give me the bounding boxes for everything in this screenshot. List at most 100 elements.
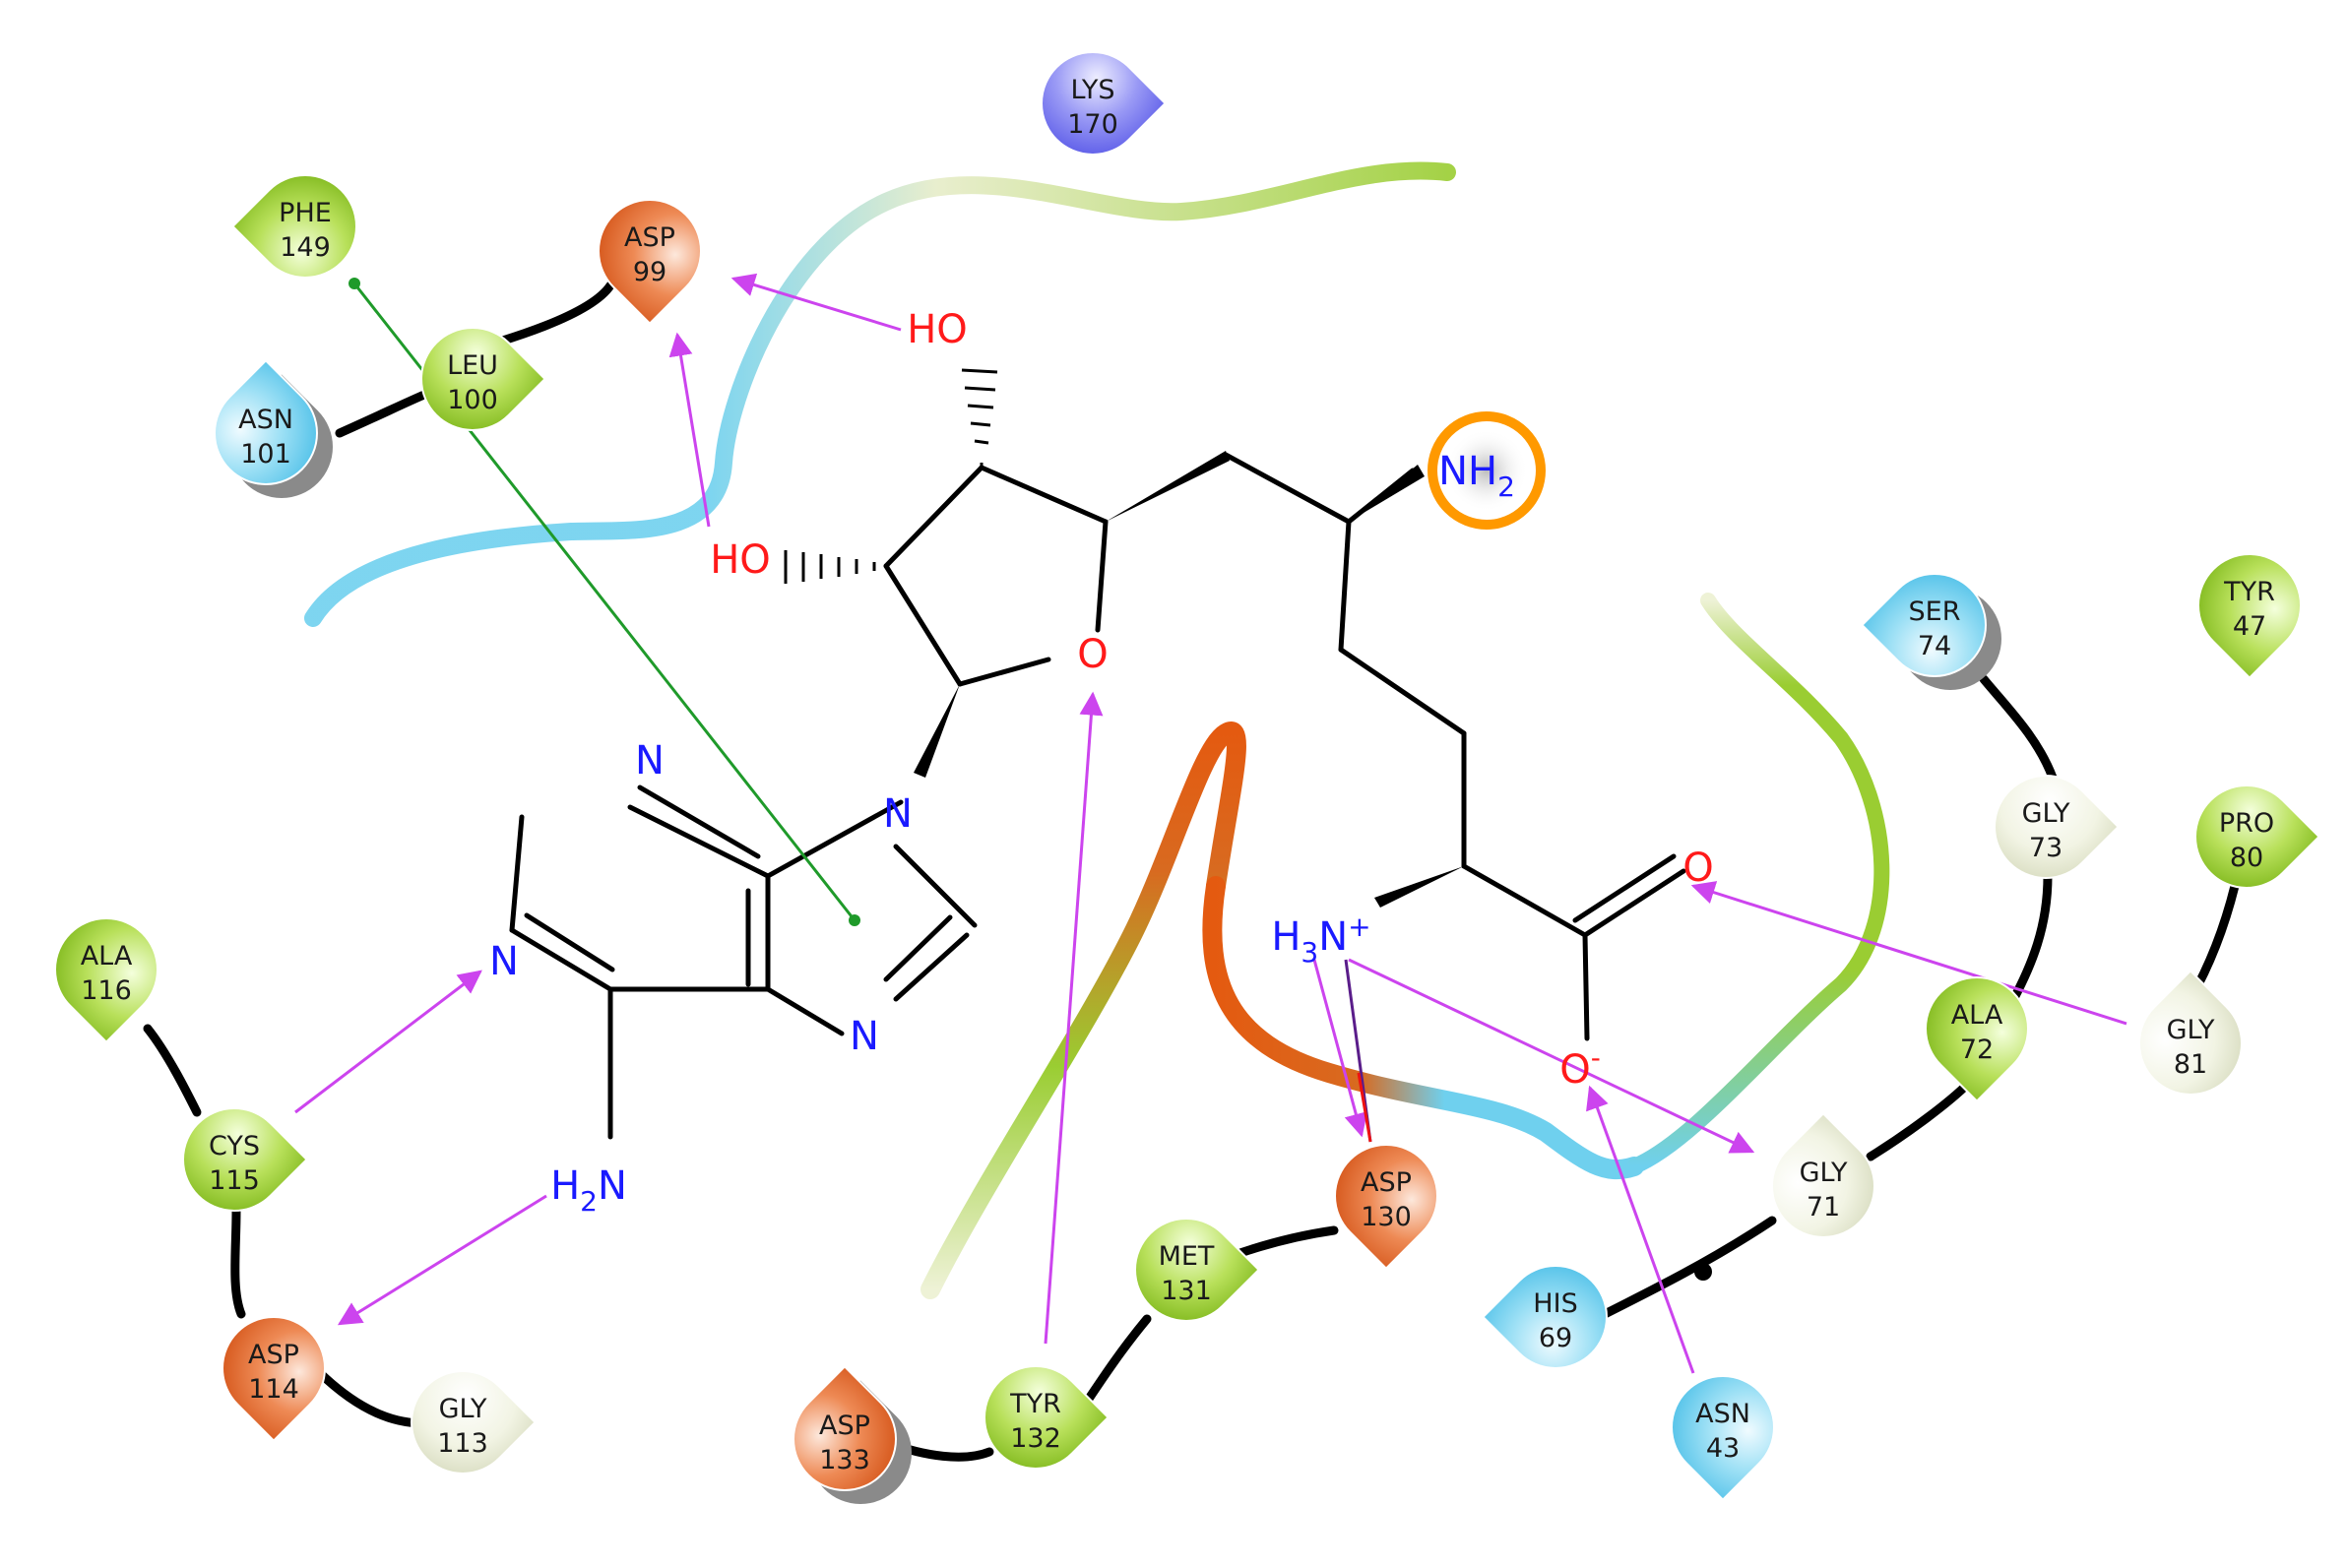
atom-n-purine-left: N [489, 939, 519, 984]
pocket-segment-low [1202, 876, 1644, 1180]
link-gly73-ser74 [1979, 674, 2058, 783]
residue-shape [222, 1316, 326, 1442]
atom-ring-o: O [1077, 632, 1108, 677]
residue-phe-149: PHE 149 [231, 174, 357, 279]
atom-n-imidazole-bottom: N [850, 1014, 879, 1059]
residue-name: MET [1159, 1241, 1215, 1272]
residue-shape [1671, 1375, 1775, 1501]
residue-name: LEU [447, 350, 498, 381]
backbone-node [1694, 1263, 1712, 1281]
residue-number: 100 [447, 385, 498, 415]
residue-number: 133 [819, 1445, 870, 1475]
salt-bridge-red [1357, 1072, 1372, 1143]
residue-name: ASN [1695, 1399, 1750, 1429]
residue-name: GLY [2167, 1015, 2215, 1045]
hbond-ho-asp99 [730, 273, 902, 332]
residue-leu-100: LEU 100 [420, 327, 546, 431]
residue-name: TYR [1009, 1389, 1061, 1419]
link-gly71-ala72 [1866, 1078, 1974, 1161]
residue-number: 43 [1706, 1433, 1740, 1464]
hashed-bonds [784, 368, 998, 584]
residue-name: PHE [279, 198, 332, 228]
residue-shape [1134, 1218, 1260, 1322]
residue-shape [1334, 1144, 1438, 1270]
residue-shape [2197, 553, 2302, 679]
residue-shape [231, 174, 357, 279]
hbond-tyr132-o [1044, 691, 1104, 1345]
residue-shape [1861, 573, 1987, 677]
hbond-ho-asp99-2 [668, 332, 711, 528]
link-tyr132-met131 [1078, 1314, 1152, 1412]
residue-gly-73: GLY 73 [1994, 775, 2120, 879]
residue-asn-43: ASN 43 [1671, 1375, 1775, 1501]
residue-shape [420, 327, 546, 431]
hbond-gly81-o [1690, 881, 2127, 1026]
residue-name: SER [1909, 596, 1961, 627]
atom-h2n: H2N [550, 1163, 627, 1218]
atom-n-imidazole-top: N [883, 791, 913, 837]
residue-name: GLY [439, 1394, 487, 1424]
atom-carboxylate-o: O- [1559, 1041, 1601, 1093]
residue-tyr-47: TYR 47 [2197, 553, 2302, 679]
residue-number: 73 [2029, 833, 2062, 863]
residue-cys-115: CYS 115 [182, 1107, 308, 1212]
residue-number: 149 [280, 232, 331, 263]
residue-number: 170 [1067, 109, 1118, 140]
residue-number: 115 [209, 1165, 260, 1196]
residue-shape [214, 359, 318, 485]
residue-name: GLY [2022, 798, 2070, 829]
residue-shape [411, 1370, 537, 1474]
atom-ho-top: HO [907, 307, 968, 352]
residue-shape [1994, 775, 2120, 879]
nh2-highlight-ring [1428, 411, 1546, 530]
residue-shape [1925, 976, 2029, 1102]
residue-number: 130 [1361, 1202, 1412, 1232]
residue-shape [1771, 1112, 1875, 1238]
nh2-glow [1445, 429, 1528, 512]
hbond-cys115-n [294, 970, 482, 1114]
residue-name: ASP [624, 222, 675, 253]
interactions [294, 273, 2127, 1374]
residue-name: HIS [1533, 1288, 1577, 1319]
residue-number: 74 [1918, 631, 1951, 661]
wedge-bonds [914, 451, 1464, 908]
residue-gly-113: GLY 113 [411, 1370, 537, 1474]
residue-number: 116 [81, 975, 132, 1006]
residue-number: 113 [437, 1428, 488, 1459]
residue-ser-74: SER 74 [1861, 573, 2001, 690]
residue-shape [1041, 51, 1167, 156]
link-ala72-gly73 [2003, 871, 2053, 1014]
atom-ho-left: HO [710, 537, 771, 583]
residue-name: ALA [1951, 1000, 2003, 1031]
residue-ala-72: ALA 72 [1925, 976, 2029, 1102]
atom-labels: HO HO O NH2 N N N N H2N H3N+ O O- [489, 307, 1714, 1218]
residue-number: 72 [1960, 1035, 1994, 1065]
residue-number: 71 [1807, 1192, 1840, 1223]
atom-h3n: H3N+ [1271, 910, 1370, 969]
residue-name: CYS [209, 1131, 260, 1161]
link-his69-gly71 [1590, 1216, 1777, 1324]
atom-carbonyl-o: O [1682, 846, 1713, 891]
residue-name: GLY [1800, 1158, 1848, 1188]
residue-name: TYR [2223, 577, 2275, 607]
residue-name: ASN [238, 405, 293, 435]
residue-number: 80 [2230, 843, 2263, 873]
residue-asn-101: ASN 101 [214, 359, 333, 498]
hbond-asn43-o [1586, 1085, 1695, 1374]
pocket-segment-mid [920, 721, 1246, 1299]
residue-shape [2194, 784, 2320, 889]
residue-number: 47 [2233, 611, 2266, 642]
residue-number: 101 [240, 439, 291, 470]
hbond-h2n-asp114 [337, 1194, 547, 1326]
